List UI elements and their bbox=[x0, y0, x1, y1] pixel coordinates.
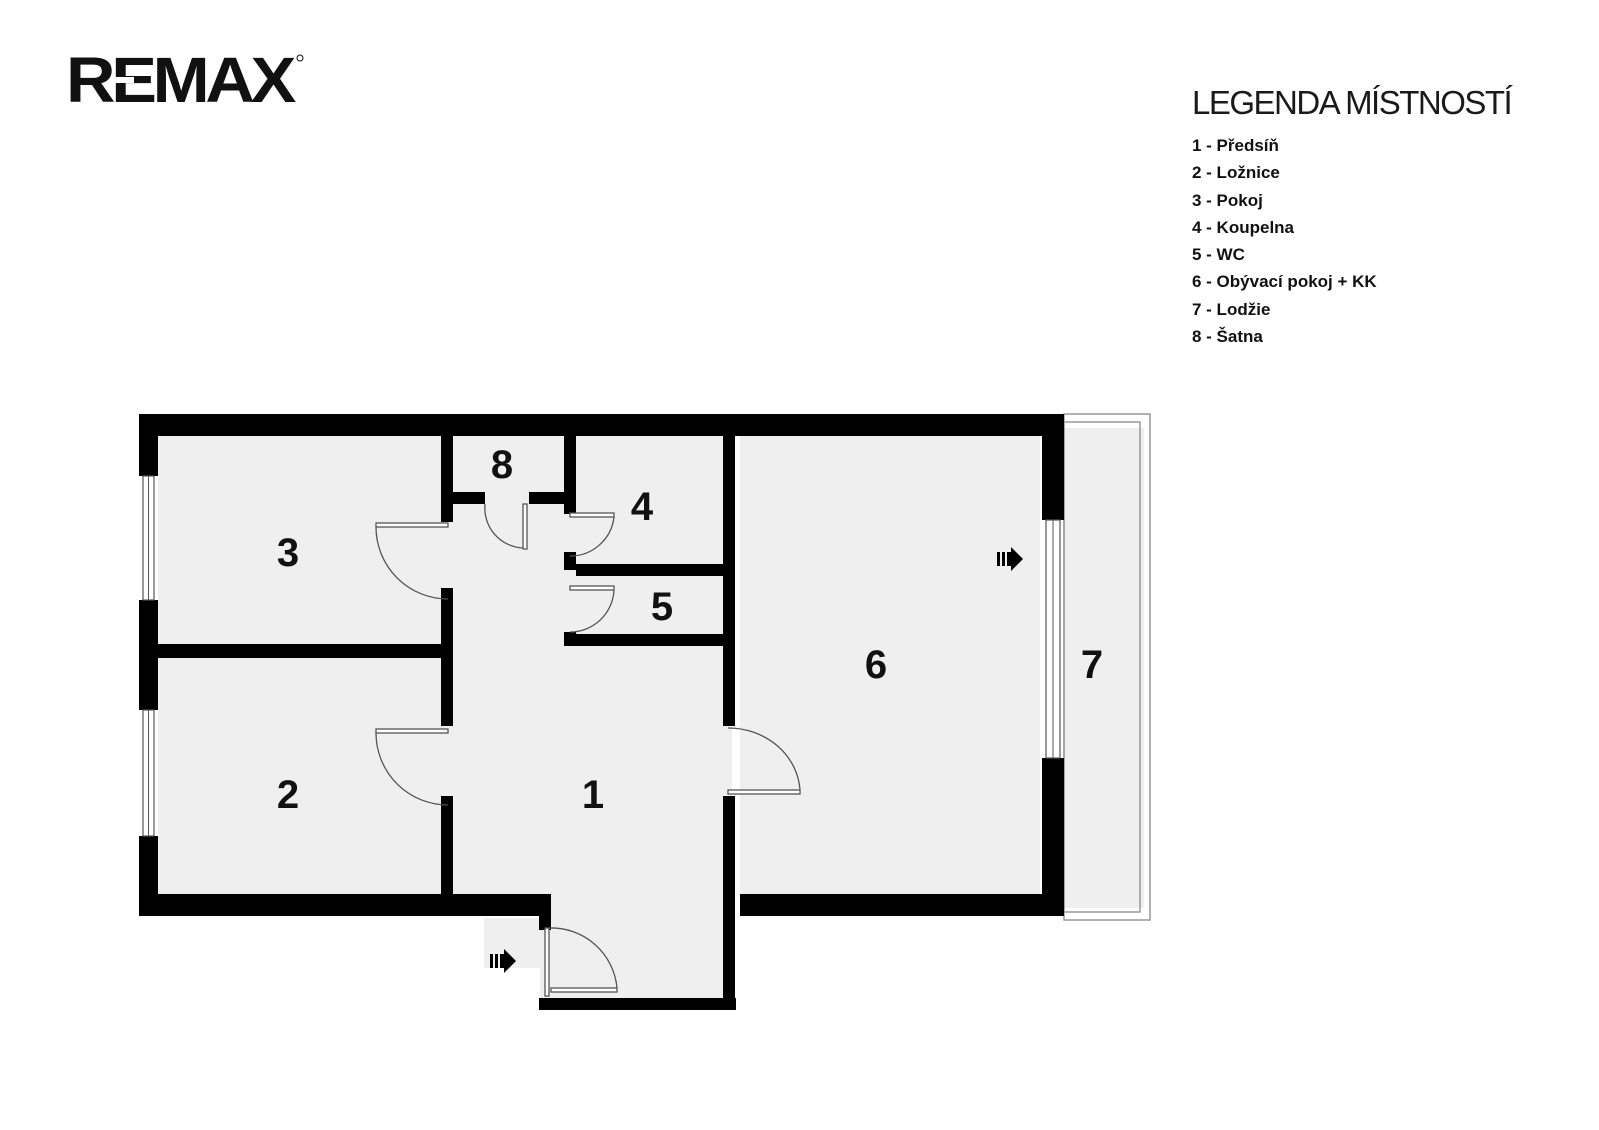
remax-logo: REMAX bbox=[66, 48, 304, 112]
room-numbers: 1 2 3 4 5 6 7 8 bbox=[277, 443, 1103, 817]
room-number-6: 6 bbox=[865, 643, 887, 687]
walls bbox=[139, 414, 1064, 1010]
room-number-5: 5 bbox=[651, 585, 673, 629]
door-entrance bbox=[544, 927, 618, 997]
doors bbox=[375, 503, 801, 997]
door-room-4 bbox=[569, 512, 615, 557]
legend-item: 4 - Koupelna bbox=[1192, 217, 1295, 237]
door-room-2 bbox=[375, 728, 449, 806]
room-number-4: 4 bbox=[631, 485, 654, 529]
legend-item: 8 - Šatna bbox=[1192, 327, 1263, 347]
room-legend: LEGENDA MÍSTNOSTÍ 1 - Předsíň 2 - Ložnic… bbox=[1192, 84, 1572, 350]
room-number-2: 2 bbox=[277, 773, 299, 817]
room-number-8: 8 bbox=[491, 443, 513, 487]
door-room-8 bbox=[484, 503, 528, 550]
balcony-access-arrow-icon bbox=[997, 547, 1023, 571]
legend-item: 6 - Obývací pokoj + KK bbox=[1192, 272, 1377, 292]
legend-item: 7 - Lodžie bbox=[1192, 299, 1271, 319]
door-room-6 bbox=[727, 727, 801, 795]
legend-item: 2 - Ložnice bbox=[1192, 163, 1280, 183]
entrance-arrow-icon bbox=[490, 949, 516, 973]
door-room-3 bbox=[375, 522, 449, 600]
legend-list: 1 - Předsíň 2 - Ložnice 3 - Pokoj 4 - Ko… bbox=[1192, 132, 1572, 350]
svg-text:REMAX: REMAX bbox=[66, 48, 297, 112]
room-number-1: 1 bbox=[582, 773, 604, 817]
room-number-3: 3 bbox=[277, 531, 299, 575]
legend-item: 5 - WC bbox=[1192, 245, 1245, 265]
floor-areas bbox=[158, 428, 1144, 1000]
room-number-7: 7 bbox=[1081, 643, 1103, 687]
window-panes bbox=[148, 476, 1054, 836]
loggia-outline bbox=[1063, 413, 1151, 921]
legend-item: 1 - Předsíň bbox=[1192, 136, 1279, 155]
door-room-5 bbox=[569, 585, 615, 633]
legend-item: 3 - Pokoj bbox=[1192, 190, 1263, 210]
legend-title: LEGENDA MÍSTNOSTÍ bbox=[1192, 84, 1513, 121]
